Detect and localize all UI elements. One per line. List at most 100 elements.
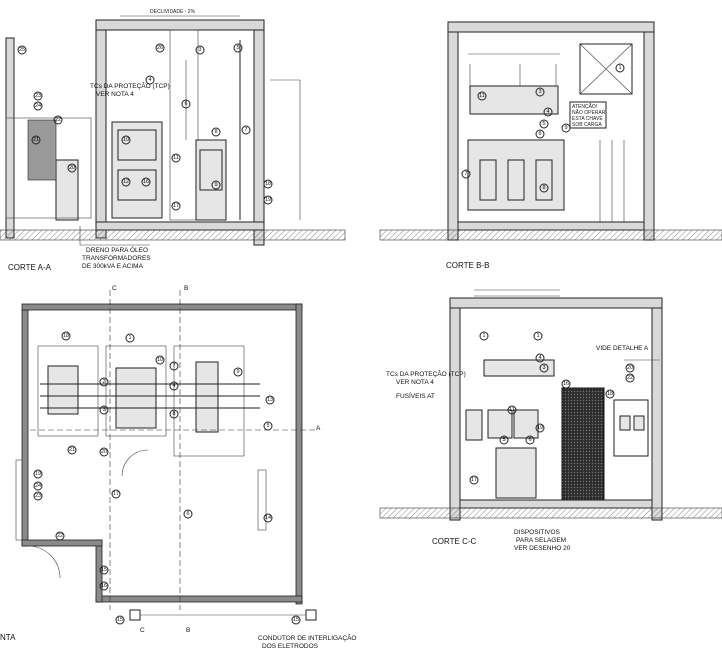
- cc-device-note-1: DISPOSITIVOS: [514, 529, 561, 536]
- callout: 1: [479, 331, 489, 341]
- callout: 22: [625, 373, 635, 383]
- aa-transformer-body: [117, 169, 157, 201]
- plan-window: [257, 469, 267, 531]
- aa-drain-pipe: [79, 226, 150, 246]
- svg-text:24: 24: [35, 483, 41, 489]
- cc-title: CORTE C-C: [432, 537, 477, 546]
- callout: 20: [67, 163, 77, 173]
- callout: 12: [121, 177, 131, 187]
- section-view-cc: TCs DA PROTEÇÃO (TCP) VER NOTA 4 FUSÍVEI…: [379, 289, 722, 552]
- bb-wall-right: [643, 29, 655, 241]
- callout: 21: [31, 135, 41, 145]
- callout: 16: [99, 581, 109, 591]
- svg-text:11: 11: [479, 93, 485, 99]
- svg-text:9: 9: [564, 125, 567, 131]
- callout: 9: [561, 123, 571, 133]
- svg-text:15: 15: [101, 567, 107, 573]
- callout: 3: [539, 363, 549, 373]
- svg-text:19: 19: [265, 197, 271, 203]
- svg-text:5: 5: [266, 423, 269, 429]
- cc-ground-hatch: [379, 507, 722, 519]
- svg-text:10: 10: [157, 357, 163, 363]
- cc-bus-support: [483, 359, 555, 377]
- callout: 7: [241, 125, 251, 135]
- section-view-aa: DECLIVIDADE - 2% TCs DA PROTEÇÃO (TCP) V…: [0, 9, 346, 272]
- callout: 14: [263, 513, 273, 523]
- plan-marker-b-bottom: B: [186, 627, 190, 634]
- callout: 9: [233, 367, 243, 377]
- aa-dark-panel: [27, 119, 57, 181]
- aa-transformer-top: [117, 129, 157, 161]
- callout: 19: [33, 469, 43, 479]
- cc-meter-1: [619, 415, 631, 431]
- bb-ventilation-window: [579, 43, 633, 95]
- cc-detail-box: [613, 399, 649, 457]
- cc-wall-left: [449, 305, 461, 521]
- aa-drain-note-3: DE 300kVA E ACIMA: [82, 263, 144, 270]
- svg-text:16: 16: [101, 583, 107, 589]
- plan-callouts: 18 1 10 2 7 4 3 9 8 13 5 20 17 6 14 19 2…: [33, 331, 301, 625]
- aa-outdoor-transformer: [55, 159, 79, 221]
- plan-wall-bottom: [95, 595, 303, 603]
- svg-text:2: 2: [102, 379, 105, 385]
- cc-fuse-1: [487, 409, 513, 439]
- callout: 7: [169, 361, 179, 371]
- svg-text:18: 18: [607, 391, 613, 397]
- plan-marker-b-top: B: [184, 285, 188, 292]
- svg-text:6: 6: [538, 131, 541, 137]
- svg-text:5: 5: [502, 437, 505, 443]
- callout: 5: [499, 435, 509, 445]
- callout: 8: [211, 127, 221, 137]
- bb-wall-left: [447, 29, 459, 241]
- svg-text:17: 17: [173, 203, 179, 209]
- callout: 16: [561, 379, 571, 389]
- callout: 6: [181, 99, 191, 109]
- callout: 1: [125, 333, 135, 343]
- aa-title: CORTE A-A: [8, 263, 52, 272]
- callout: 17: [111, 489, 121, 499]
- svg-text:3: 3: [538, 89, 541, 95]
- callout: 8: [539, 183, 549, 193]
- callout: 10: [121, 135, 131, 145]
- callout: 18: [263, 179, 273, 189]
- svg-text:8: 8: [214, 129, 217, 135]
- callout: 22: [55, 531, 65, 541]
- bb-roof-slab: [447, 21, 655, 33]
- callout: 13: [265, 395, 275, 405]
- callout: 15: [99, 565, 109, 575]
- svg-text:18: 18: [265, 181, 271, 187]
- svg-text:21: 21: [69, 447, 75, 453]
- svg-text:22: 22: [57, 533, 63, 539]
- callout: 11: [477, 91, 487, 101]
- plan-conductor-note-2: DOS ELETRODOS: [262, 643, 319, 650]
- callout: 3: [195, 45, 205, 55]
- plan-conductor-note-1: CONDUTOR DE INTERLIGAÇÃO: [258, 633, 356, 642]
- svg-text:1: 1: [536, 333, 539, 339]
- svg-text:9: 9: [236, 369, 239, 375]
- plan-breaker: [115, 367, 157, 429]
- cc-roof-slab: [449, 297, 663, 309]
- svg-text:11: 11: [509, 407, 515, 413]
- cc-detail-note: VIDE DETALHE A: [596, 345, 649, 352]
- aa-drain-note-1: DRENO PARA ÓLEO: [86, 245, 148, 254]
- aa-tc-note-1: TCs DA PROTEÇÃO (TCP): [90, 81, 170, 90]
- svg-text:26: 26: [157, 45, 163, 51]
- callout: 6: [525, 435, 535, 445]
- svg-text:6: 6: [184, 101, 187, 107]
- svg-text:3: 3: [102, 407, 105, 413]
- bb-bushing-2: [507, 159, 525, 201]
- bb-attention-2: NÃO OPERAR: [572, 109, 606, 116]
- callout: 18: [61, 331, 71, 341]
- aa-slope-note: DECLIVIDADE - 2%: [150, 9, 196, 15]
- svg-text:8: 8: [542, 185, 545, 191]
- svg-text:1: 1: [482, 333, 485, 339]
- svg-text:4: 4: [148, 77, 151, 83]
- svg-text:7: 7: [244, 127, 247, 133]
- svg-text:21: 21: [33, 137, 39, 143]
- svg-text:10: 10: [123, 137, 129, 143]
- plan-marker-c-top: C: [112, 285, 117, 292]
- aa-floor-slab: [95, 221, 265, 231]
- aa-left-wall: [5, 37, 15, 239]
- svg-text:23: 23: [35, 93, 41, 99]
